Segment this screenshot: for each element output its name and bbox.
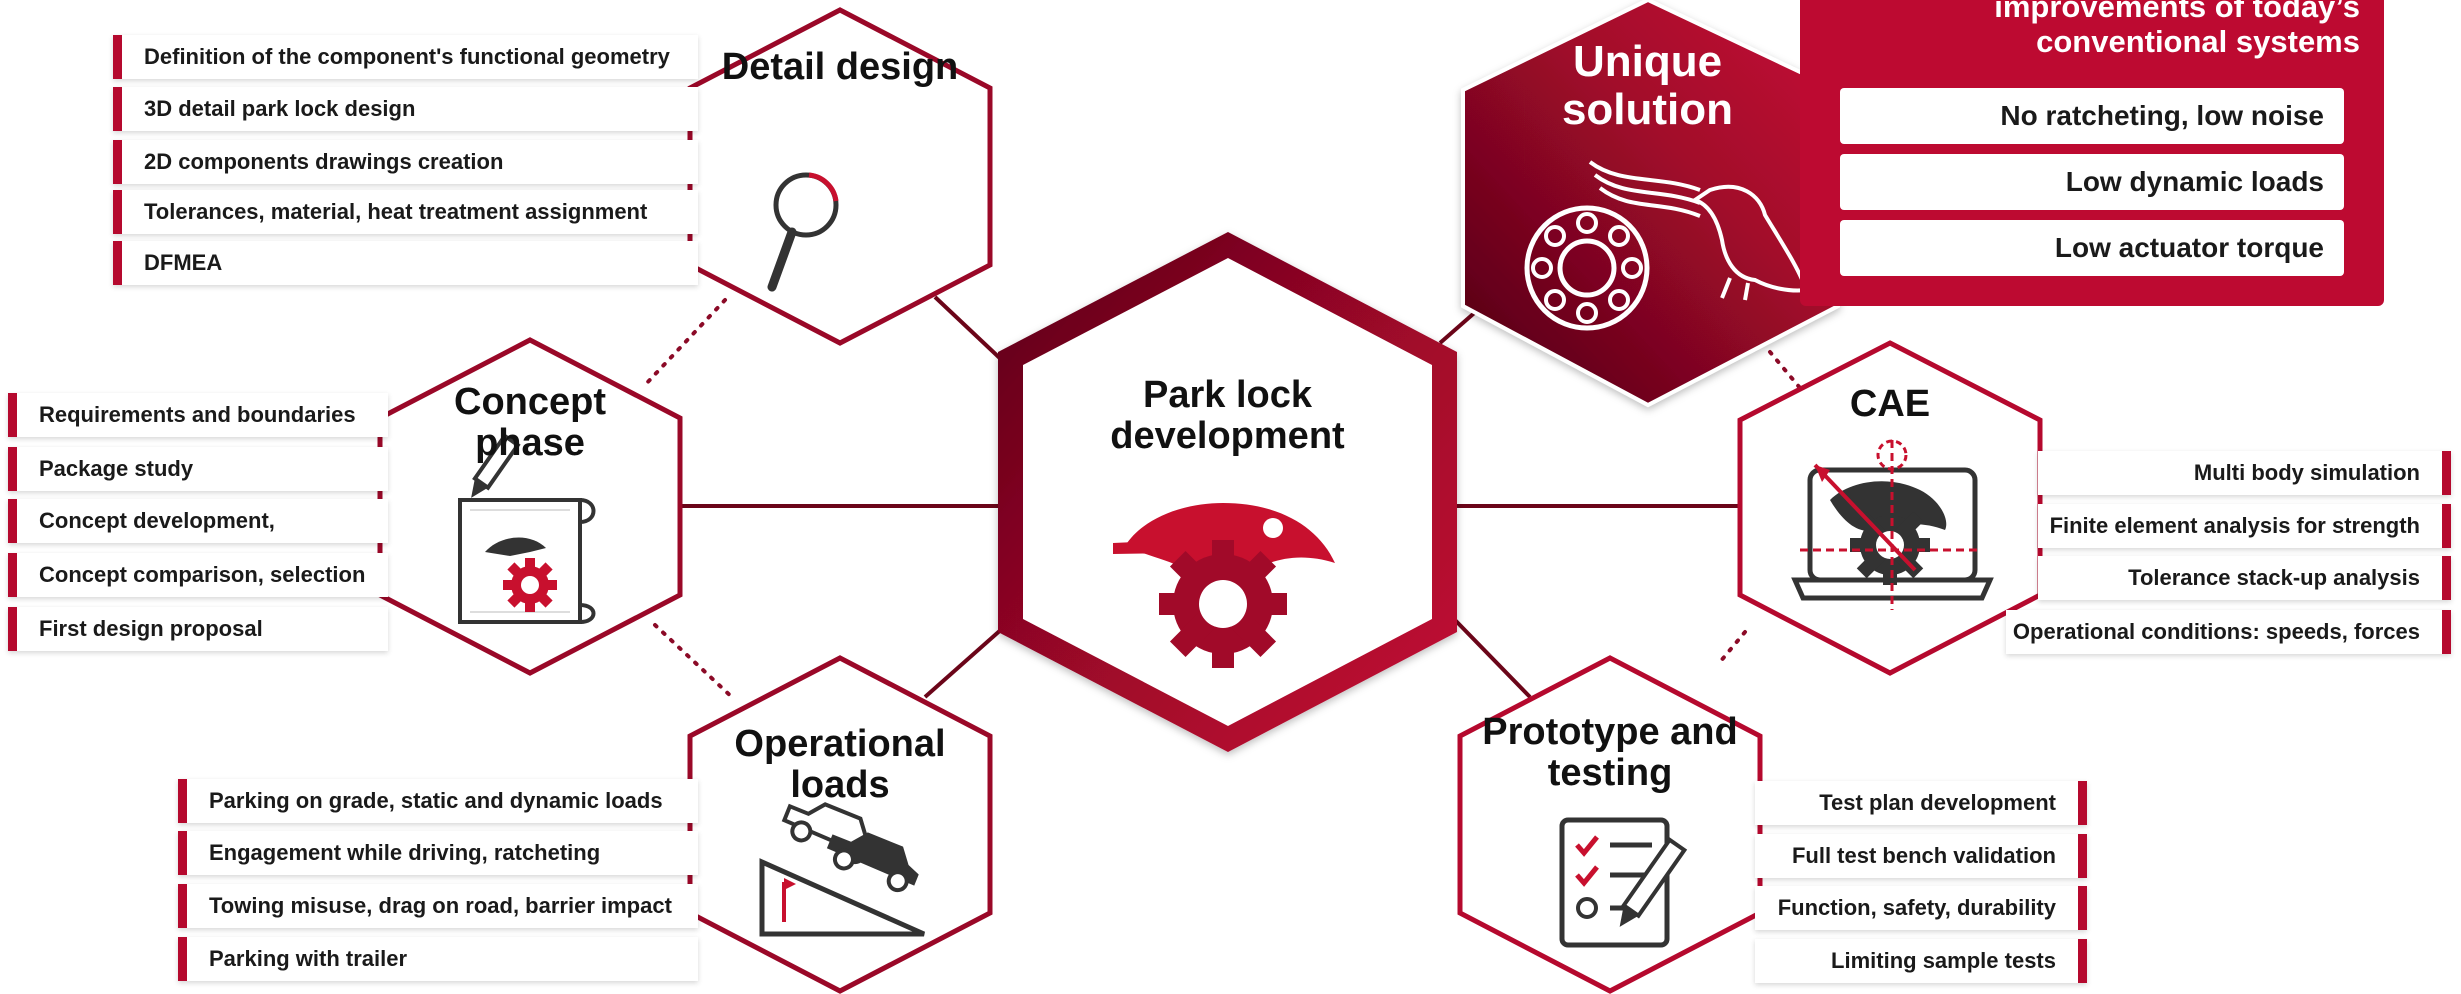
dotted-concept-operational — [653, 623, 737, 702]
dotted-unique-cae — [1768, 350, 1802, 390]
cae-item-3: Tolerance stack-up analysis — [2038, 556, 2451, 600]
bearing-and-bird-icon — [1524, 160, 1809, 331]
operational-loads-item-1: Parking on grade, static and dynamic loa… — [178, 779, 698, 823]
concept-phase-item-2: Package study — [8, 447, 388, 491]
magnifier-icon — [767, 172, 839, 292]
detail-design-item-2: 3D detail park lock design — [113, 87, 698, 131]
improvement-item-2: Low dynamic loads — [1840, 154, 2344, 210]
checklist-pencil-icon — [1559, 817, 1688, 948]
detail-design-title: Detail design — [721, 46, 959, 88]
blueprint-pencil-icon — [458, 433, 596, 624]
concept-phase-item-3: Concept development, — [8, 499, 388, 543]
detail-design-item-1: Definition of the component's functional… — [113, 35, 698, 79]
center-hex — [998, 232, 1457, 752]
operational-loads-item-2: Engagement while driving, ratcheting — [178, 831, 698, 875]
unique-solution-title: Unique solution — [1561, 37, 1734, 134]
prototype-item-1: Test plan development — [1755, 781, 2087, 825]
connector-unique-solution — [1438, 306, 1482, 345]
improvements-panel: improvements of today’s conventional sys… — [1800, 0, 2384, 306]
concept-phase-title: Concept phase — [454, 381, 606, 465]
dotted-connectors — [643, 298, 1802, 702]
improvements-heading: improvements of today’s conventional sys… — [1994, 0, 2360, 59]
cae-item-2: Finite element analysis for strength — [2038, 504, 2451, 548]
connectors — [680, 295, 1740, 699]
detail-design-item-4: Tolerances, material, heat treatment ass… — [113, 190, 698, 234]
cae-item-4: Operational conditions: speeds, forces — [2006, 610, 2451, 654]
park-lock-gear-icon — [1113, 503, 1335, 668]
laptop-simulation-icon — [1791, 439, 1994, 610]
improvement-item-1: No ratcheting, low noise — [1840, 88, 2344, 144]
concept-phase-item-1: Requirements and boundaries — [8, 393, 388, 437]
connector-detail-design — [933, 295, 1007, 365]
prototype-testing-title: Prototype and testing — [1482, 711, 1738, 795]
detail-design-item-3: 2D components drawings creation — [113, 140, 698, 184]
improvement-item-3: Low actuator torque — [1840, 220, 2344, 276]
operational-loads-title: Operational loads — [734, 723, 946, 807]
cae-item-1: Multi body simulation — [2038, 451, 2451, 495]
cae-title: CAE — [1849, 383, 1931, 425]
prototype-item-2: Full test bench validation — [1755, 834, 2087, 878]
operational-loads-item-3: Towing misuse, drag on road, barrier imp… — [178, 884, 698, 928]
operational-loads-item-4: Parking with trailer — [178, 937, 698, 981]
dotted-cae-prototype — [1718, 630, 1747, 664]
prototype-item-3: Function, safety, durability — [1755, 886, 2087, 930]
connector-prototype — [1453, 618, 1532, 699]
dotted-detail-concept — [643, 298, 727, 387]
cars-on-slope-icon — [759, 802, 926, 937]
connector-operational-loads — [923, 618, 1014, 699]
detail-design-item-5: DFMEA — [113, 241, 698, 285]
center-title: Park lock development — [1110, 374, 1345, 458]
concept-phase-item-5: First design proposal — [8, 607, 388, 651]
concept-phase-item-4: Concept comparison, selection — [8, 553, 388, 597]
prototype-item-4: Limiting sample tests — [1755, 939, 2087, 983]
